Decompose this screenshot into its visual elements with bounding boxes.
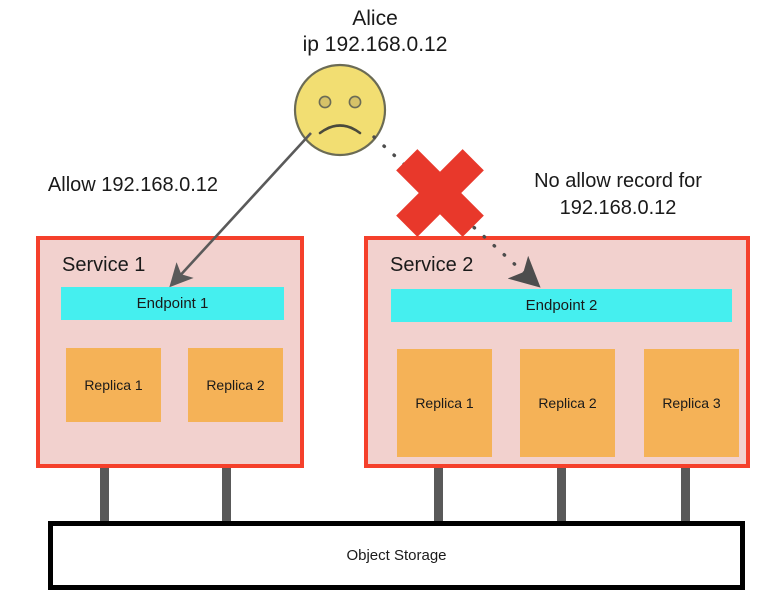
actor-label: Alice ip 192.168.0.12: [250, 6, 500, 58]
sad-face-icon: [292, 62, 388, 158]
replica-box-s2-r3[interactable]: Replica 3: [644, 349, 739, 457]
actor-name: Alice: [352, 7, 398, 30]
service-title-1: Service 1: [62, 254, 146, 276]
endpoint-1[interactable]: Endpoint 1: [61, 287, 284, 320]
service-title-2: Service 2: [390, 254, 474, 276]
service-box-1: Service 1 Endpoint 1 Replica 1 Replica 2: [36, 236, 304, 468]
deny-annotation: No allow record for 192.168.0.12: [505, 168, 731, 222]
allow-annotation: Allow 192.168.0.12: [47, 174, 219, 196]
actor-ip: ip 192.168.0.12: [302, 33, 448, 56]
replica-box-s2-r1[interactable]: Replica 1: [397, 349, 492, 457]
deny-annotation-line2: 192.168.0.12: [559, 197, 677, 219]
replica-box-s1-r1[interactable]: Replica 1: [66, 348, 161, 422]
replica-box-s1-r2[interactable]: Replica 2: [188, 348, 283, 422]
endpoint-2[interactable]: Endpoint 2: [391, 289, 732, 322]
object-storage-box[interactable]: Object Storage: [48, 521, 745, 590]
deny-annotation-line1: No allow record for: [534, 170, 702, 192]
replica-box-s2-r2[interactable]: Replica 2: [520, 349, 615, 457]
service-box-2: Service 2 Endpoint 2 Replica 1 Replica 2…: [364, 236, 750, 468]
